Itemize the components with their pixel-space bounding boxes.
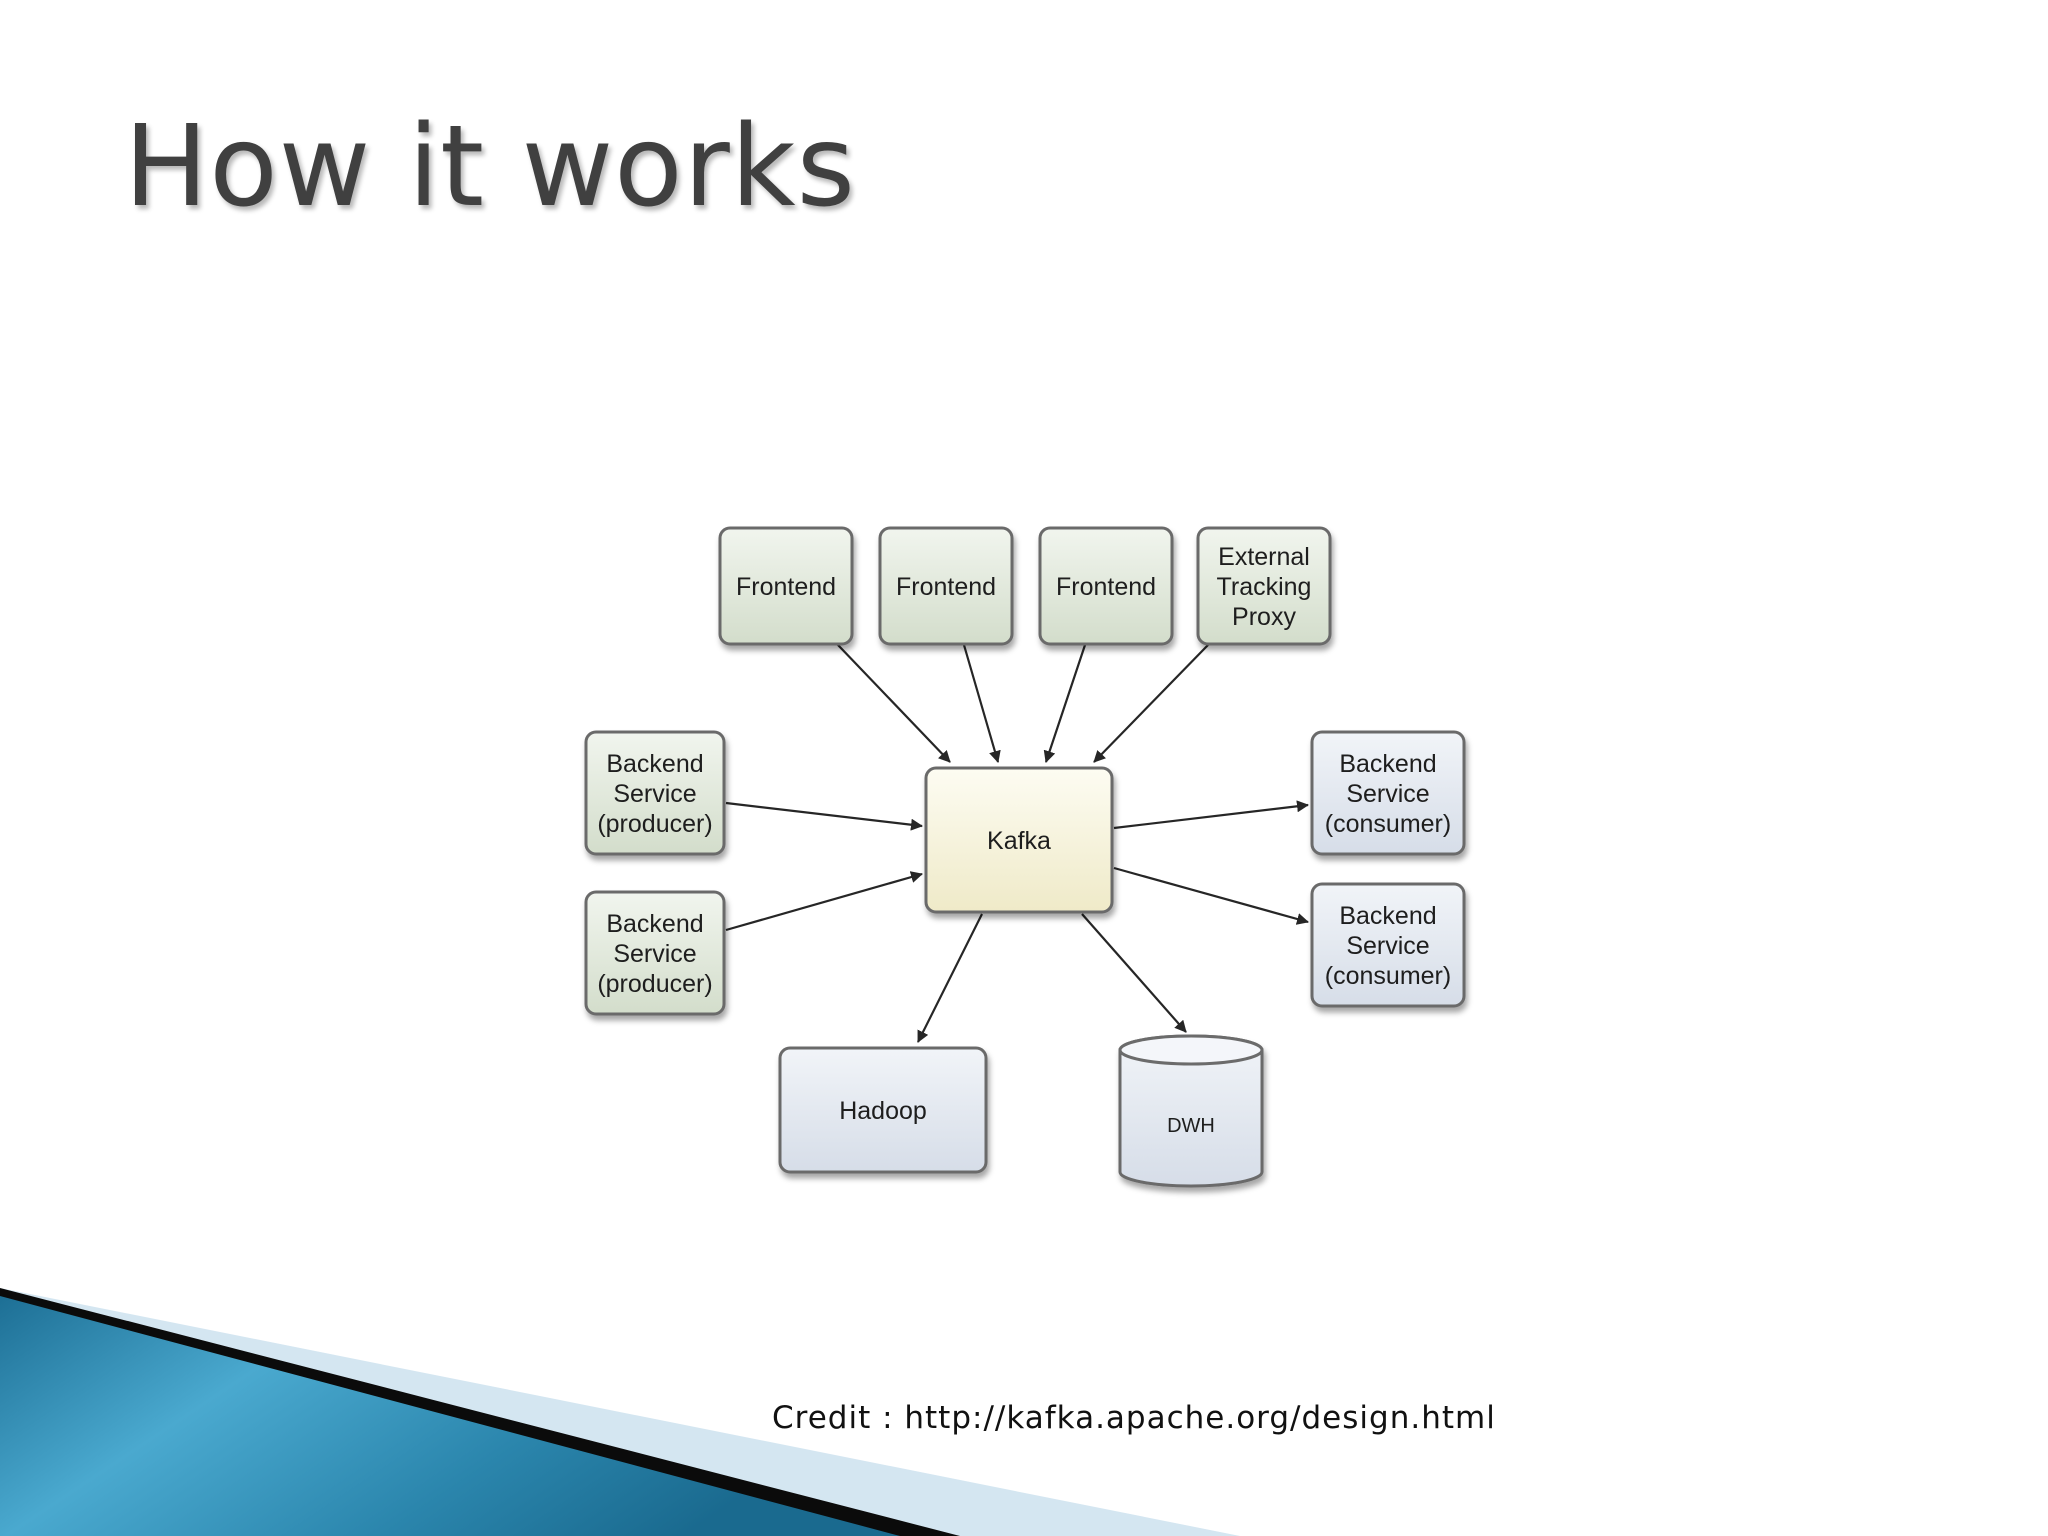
node-label-backend-consumer-1: Backend bbox=[1339, 750, 1436, 778]
edge-frontend-1-to-kafka bbox=[837, 644, 951, 763]
edge-layer bbox=[725, 644, 1309, 1043]
node-shape-backend-producer-2 bbox=[584, 890, 726, 1016]
edge-backend-producer-1-to-kafka bbox=[725, 801, 923, 831]
node-hadoop: Hadoop bbox=[778, 1046, 988, 1174]
node-frontend-1: Frontend bbox=[718, 526, 854, 646]
node-shape-frontend-1 bbox=[718, 526, 854, 646]
edge-kafka-to-hadoop bbox=[917, 913, 983, 1043]
node-layer: Frontend Frontend Frontend ExternalTracking… bbox=[584, 526, 1466, 1188]
node-kafka: Kafka bbox=[924, 766, 1114, 914]
node-label-backend-consumer-1: Service bbox=[1346, 780, 1429, 808]
node-shape-backend-consumer-2 bbox=[1310, 882, 1466, 1008]
node-label-dwh: DWH bbox=[1167, 1115, 1215, 1137]
edge-frontend-2-to-kafka bbox=[962, 644, 1001, 763]
node-label-backend-consumer-2: Service bbox=[1346, 932, 1429, 960]
node-label-kafka: Kafka bbox=[987, 827, 1051, 855]
edge-backend-producer-2-to-kafka bbox=[725, 871, 923, 932]
node-label-backend-producer-1: (producer) bbox=[597, 810, 712, 838]
node-label-external-tracking-proxy: Tracking bbox=[1217, 573, 1312, 601]
slide-title: How it works bbox=[124, 102, 856, 232]
edge-kafka-to-backend-consumer-2 bbox=[1113, 866, 1309, 925]
node-shape-hadoop bbox=[778, 1046, 988, 1174]
node-label-external-tracking-proxy: Proxy bbox=[1232, 603, 1296, 631]
node-label-backend-producer-2: (producer) bbox=[597, 970, 712, 998]
node-label-backend-consumer-2: (consumer) bbox=[1325, 962, 1451, 990]
node-frontend-3: Frontend bbox=[1038, 526, 1174, 646]
edge-kafka-to-backend-consumer-1 bbox=[1113, 800, 1309, 830]
teal-sweep bbox=[0, 1296, 900, 1536]
node-cylinder-top-dwh bbox=[1118, 1034, 1264, 1066]
node-label-backend-consumer-2: Backend bbox=[1339, 902, 1436, 930]
credit-text: Credit : http://kafka.apache.org/design.… bbox=[772, 1400, 1496, 1436]
node-label-external-tracking-proxy: External bbox=[1218, 543, 1310, 571]
node-label-backend-producer-2: Service bbox=[613, 940, 696, 968]
node-frontend-2: Frontend bbox=[878, 526, 1014, 646]
node-label-backend-producer-2: Backend bbox=[606, 910, 703, 938]
node-label-backend-consumer-1: (consumer) bbox=[1325, 810, 1451, 838]
edge-external-tracking-proxy-to-kafka bbox=[1093, 644, 1209, 763]
node-label-frontend-2: Frontend bbox=[896, 573, 996, 601]
node-label-hadoop: Hadoop bbox=[839, 1097, 927, 1125]
node-shape-backend-producer-1 bbox=[584, 730, 726, 856]
node-label-backend-producer-1: Service bbox=[613, 780, 696, 808]
node-shape-kafka bbox=[924, 766, 1114, 914]
node-shape-backend-consumer-1 bbox=[1310, 730, 1466, 856]
edge-frontend-3-to-kafka bbox=[1043, 644, 1087, 763]
node-label-frontend-3: Frontend bbox=[1056, 573, 1156, 601]
node-label-backend-producer-1: Backend bbox=[606, 750, 703, 778]
node-shape-frontend-3 bbox=[1038, 526, 1174, 646]
node-shape-external-tracking-proxy bbox=[1196, 526, 1332, 646]
node-dwh: DWH bbox=[1118, 1034, 1264, 1188]
node-label-frontend-1: Frontend bbox=[736, 573, 836, 601]
edge-kafka-to-dwh bbox=[1081, 913, 1187, 1033]
node-shape-frontend-2 bbox=[878, 526, 1014, 646]
